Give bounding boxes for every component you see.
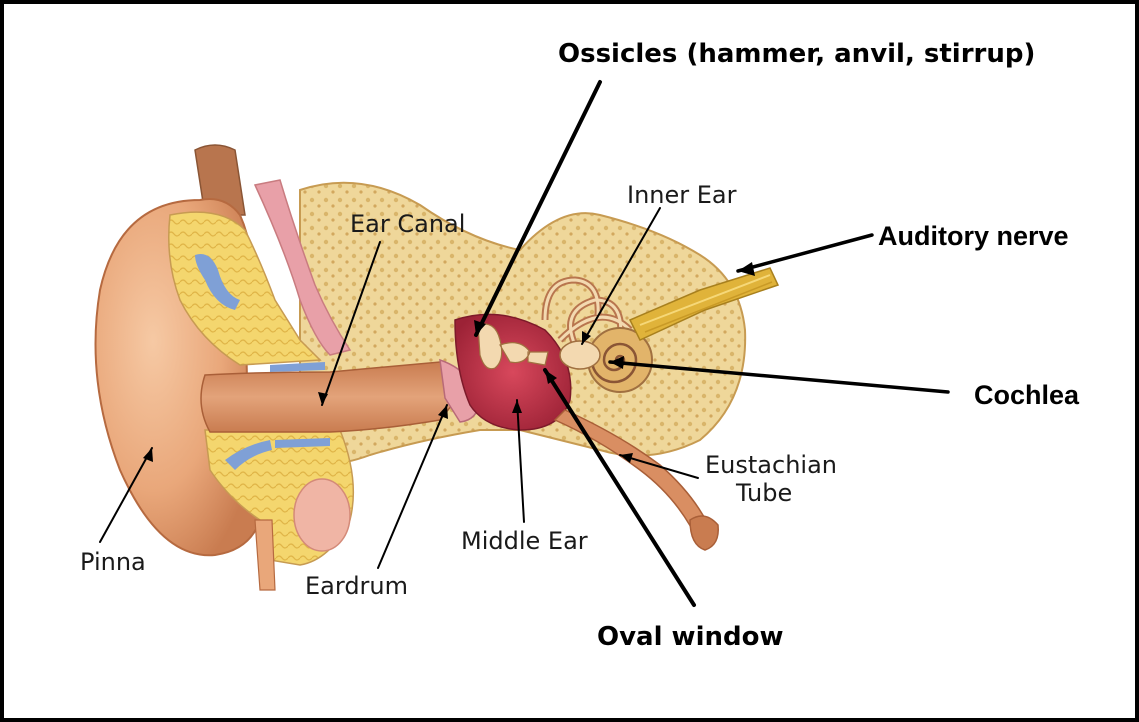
vestibule xyxy=(560,341,600,369)
neck-skin xyxy=(255,520,275,590)
label-middle-ear: Middle Ear xyxy=(461,527,588,555)
label-pinna: Pinna xyxy=(80,548,146,576)
label-cochlea: Cochlea xyxy=(974,380,1080,410)
label-tube: Tube xyxy=(735,479,792,507)
label-ossicles: Ossicles (hammer, anvil, stirrup) xyxy=(558,39,1035,69)
label-oval-window: Oval window xyxy=(597,622,784,652)
label-eustachian: Eustachian xyxy=(705,451,837,479)
label-eardrum: Eardrum xyxy=(305,572,408,600)
gland xyxy=(294,479,350,551)
label-auditory-nerve: Auditory nerve xyxy=(878,221,1069,251)
eustachian-tube-end xyxy=(690,516,718,550)
label-ear-canal: Ear Canal xyxy=(350,210,465,238)
leader-auditory-nerve xyxy=(738,235,872,271)
label-inner-ear: Inner Ear xyxy=(627,181,737,209)
